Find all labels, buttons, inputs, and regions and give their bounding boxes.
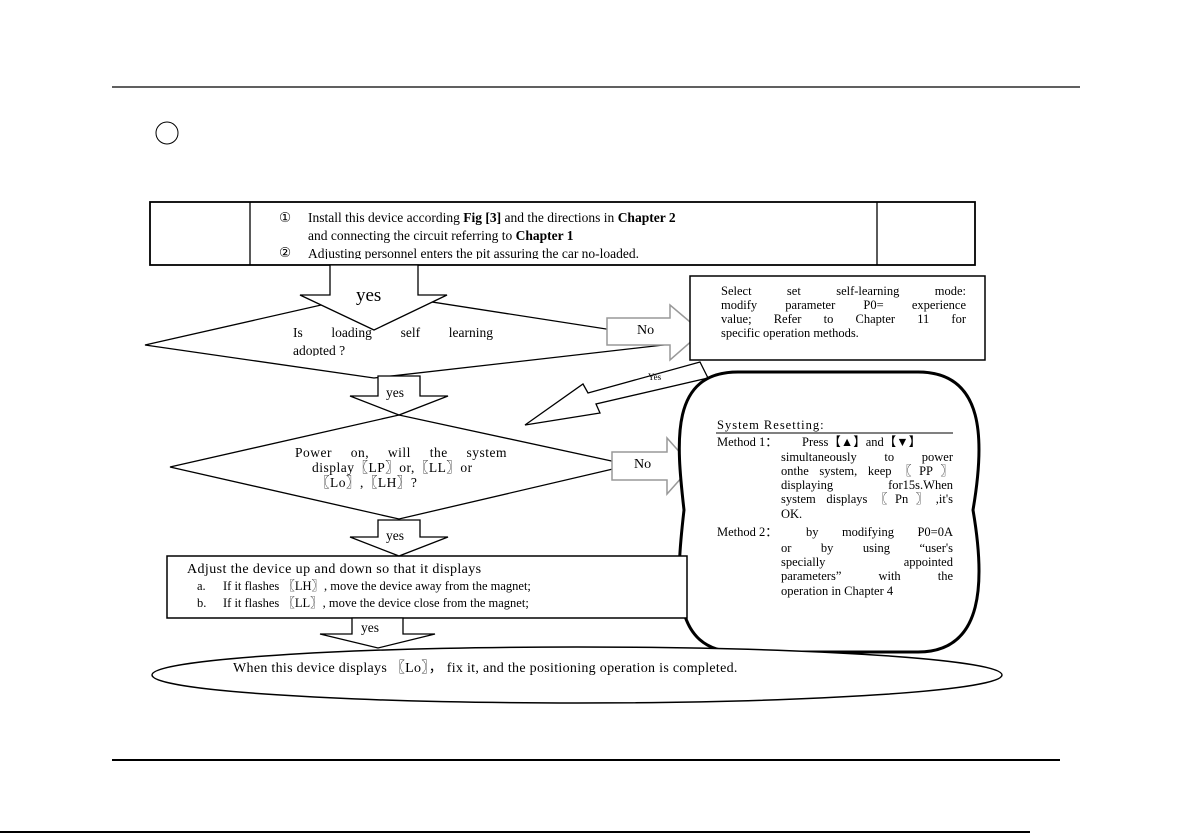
system-reset-oval <box>677 370 981 654</box>
arrow-yes-1 <box>299 264 448 331</box>
method1-line-5: system displays〖Pn〗,it's <box>781 492 953 506</box>
self-learning-line-4: specific operation methods. <box>721 326 859 340</box>
method2-line-3: specially appointed <box>781 555 953 569</box>
method2-line-1: by modifying P0=0A <box>806 525 953 539</box>
adjust-a-label: a. <box>197 579 206 593</box>
self-learning-line-2: modify parameter P0= experience <box>721 298 966 312</box>
arrow-no-1-label: No <box>637 323 655 338</box>
method1-line-1: Press【▲】and【▼】 <box>802 435 922 449</box>
arrow-yes-2-label: yes <box>386 385 404 400</box>
method1-line-4: displaying for15s.When <box>781 478 953 492</box>
adjust-line-1: Adjust the device up and down so that it… <box>187 562 482 577</box>
arrow-yes-4-label: yes <box>361 620 379 635</box>
chapter-reference: Chapter 2 <box>617 210 676 225</box>
arrow-no-1 <box>606 303 704 362</box>
method1-line-2: simultaneously to power <box>781 450 953 464</box>
final-step-oval <box>151 646 1003 704</box>
decision2-line-2: display〖LP〗or,〖LL〗or <box>312 460 473 475</box>
fig-reference: Fig [3] <box>463 210 502 225</box>
method1-label: Method 1： <box>717 435 778 449</box>
arrow-no-2-label: No <box>634 457 652 472</box>
chapter-reference: Chapter 1 <box>515 228 574 243</box>
section-marker-circle <box>155 121 179 145</box>
adjust-b-text: If it flashes 〖LL〗, move the device clos… <box>223 596 529 610</box>
arrow-yes-diagonal <box>524 361 709 426</box>
self-learning-box <box>689 275 986 361</box>
self-learning-line-1: Select set self-learning mode: <box>721 284 966 298</box>
install-step-box <box>149 201 976 266</box>
decision1-line-1: Is loading self learning <box>293 325 493 340</box>
arrow-yes-2 <box>349 375 449 416</box>
final-step-text: When this device displays 〖Lo〗， fix it, … <box>233 661 738 676</box>
install-line-1: Install this device according Fig [3] an… <box>308 211 863 225</box>
install-marker-1: ① <box>279 210 292 225</box>
decision2-line-1: Power on, will the system <box>295 445 507 460</box>
arrow-yes-4 <box>319 617 436 649</box>
install-line-2: and connecting the circuit referring to … <box>308 229 574 243</box>
method2-line-2: or by using “user's <box>781 541 953 555</box>
install-text: and connecting the circuit referring to <box>308 228 516 243</box>
decision1-line-2: adopted ? <box>293 344 346 356</box>
install-text: and the directions in <box>501 210 618 225</box>
method2-line-4: parameters” with the <box>781 569 953 583</box>
install-marker-2: ② <box>279 245 292 260</box>
adjust-box <box>166 555 688 619</box>
method2-line-5: operation in Chapter 4 <box>781 584 894 598</box>
arrow-yes-1-label: yes <box>356 285 382 306</box>
method1-line-3: onthe system, keep〖PP〗 <box>781 464 953 478</box>
method1-line-6: OK. <box>781 507 803 521</box>
method2-label: Method 2： <box>717 525 778 539</box>
adjust-b-label: b. <box>197 596 207 610</box>
reset-title: System Resetting: <box>717 418 825 432</box>
install-text: Install this device according <box>308 210 464 225</box>
self-learning-line-3: value; Refer to Chapter 11 for <box>721 312 966 326</box>
arrow-yes-diagonal-label: Yes <box>648 372 662 382</box>
arrow-yes-3 <box>349 519 449 557</box>
install-line-3: Adjusting personnel enters the pit assur… <box>308 247 640 259</box>
adjust-a-text: If it flashes 〖LH〗, move the device away… <box>223 579 531 593</box>
decision2-line-3: 〖Lo〗,〖LH〗? <box>316 475 418 490</box>
arrow-yes-3-label: yes <box>386 528 404 543</box>
